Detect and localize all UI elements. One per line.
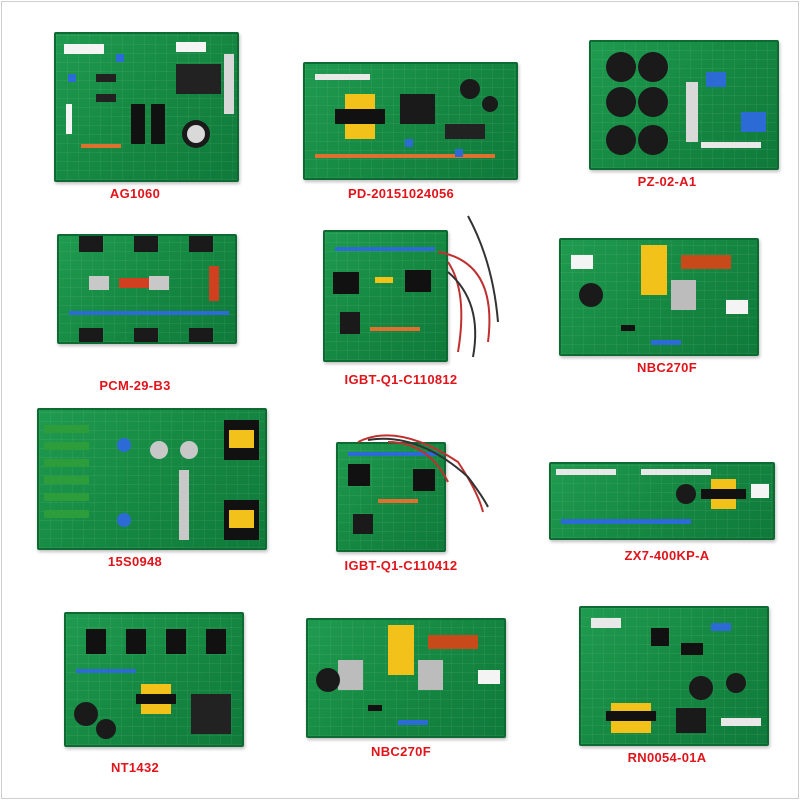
circuit-board-image (336, 442, 446, 552)
product-card-igbt-q1-c110412[interactable]: IGBT-Q1-C110412 (268, 402, 534, 602)
board-components (315, 74, 498, 158)
circuit-board-image (589, 40, 779, 170)
circuit-board-image (559, 238, 759, 356)
product-card-nbc270f-2[interactable]: NBC270F (268, 602, 534, 802)
circuit-board-image (323, 230, 448, 362)
product-code-label: ZX7-400KP-A (624, 548, 710, 563)
board-components (64, 42, 234, 148)
product-card-pz-02-a1[interactable]: PZ-02-A1 (534, 2, 800, 202)
product-code-label: NT1432 (110, 760, 160, 775)
product-code-label: 15S0948 (107, 554, 163, 569)
product-code-label: IGBT-Q1-C110412 (344, 558, 458, 573)
board-components (316, 625, 500, 725)
product-code-label: NBC270F (371, 744, 431, 759)
product-card-nt1432[interactable]: NT1432 (2, 602, 268, 802)
product-card-igbt-q1-c110812[interactable]: IGBT-Q1-C110812 (268, 202, 534, 402)
circuit-board-image (64, 612, 244, 747)
product-code-label: PZ-02-A1 (637, 174, 697, 189)
board-components (74, 629, 231, 739)
circuit-board-image (57, 234, 237, 344)
product-card-rn0054-01a[interactable]: RN0054-01A (534, 602, 800, 802)
circuit-board-image (306, 618, 506, 738)
board-components (591, 618, 761, 733)
board-components (571, 245, 748, 345)
twisted-wires-image (357, 434, 489, 513)
product-code-label: IGBT-Q1-C110812 (344, 372, 458, 387)
circuit-board-image (37, 408, 267, 550)
product-card-pd-20151024056[interactable]: PD-20151024056 (268, 2, 534, 202)
board-components (69, 236, 229, 342)
circuit-board-image (303, 62, 518, 180)
product-code-label: NBC270F (637, 360, 697, 375)
circuit-board-image (579, 606, 769, 746)
product-card-ag1060[interactable]: AG1060 (2, 2, 268, 202)
board-components (348, 452, 438, 534)
circuit-board-image (54, 32, 239, 182)
product-code-label: AG1060 (109, 186, 161, 201)
product-card-zx7-400kp-a[interactable]: ZX7-400KP-A (534, 402, 800, 602)
product-card-nbc270f-1[interactable]: NBC270F (534, 202, 800, 402)
product-code-label: PD-20151024056 (347, 186, 455, 201)
product-code-label: RN0054-01A (627, 750, 707, 765)
board-components (333, 247, 435, 334)
twisted-wires-image (437, 215, 499, 358)
board-components (556, 469, 769, 524)
circuit-board-image (549, 462, 775, 540)
board-components (44, 420, 259, 540)
product-card-pcm-29-b3[interactable]: PCM-29-B3 (2, 202, 268, 402)
product-card-15s0948[interactable]: 15S0948 (2, 402, 268, 602)
product-code-label: PCM-29-B3 (99, 378, 171, 393)
board-components (606, 52, 766, 155)
